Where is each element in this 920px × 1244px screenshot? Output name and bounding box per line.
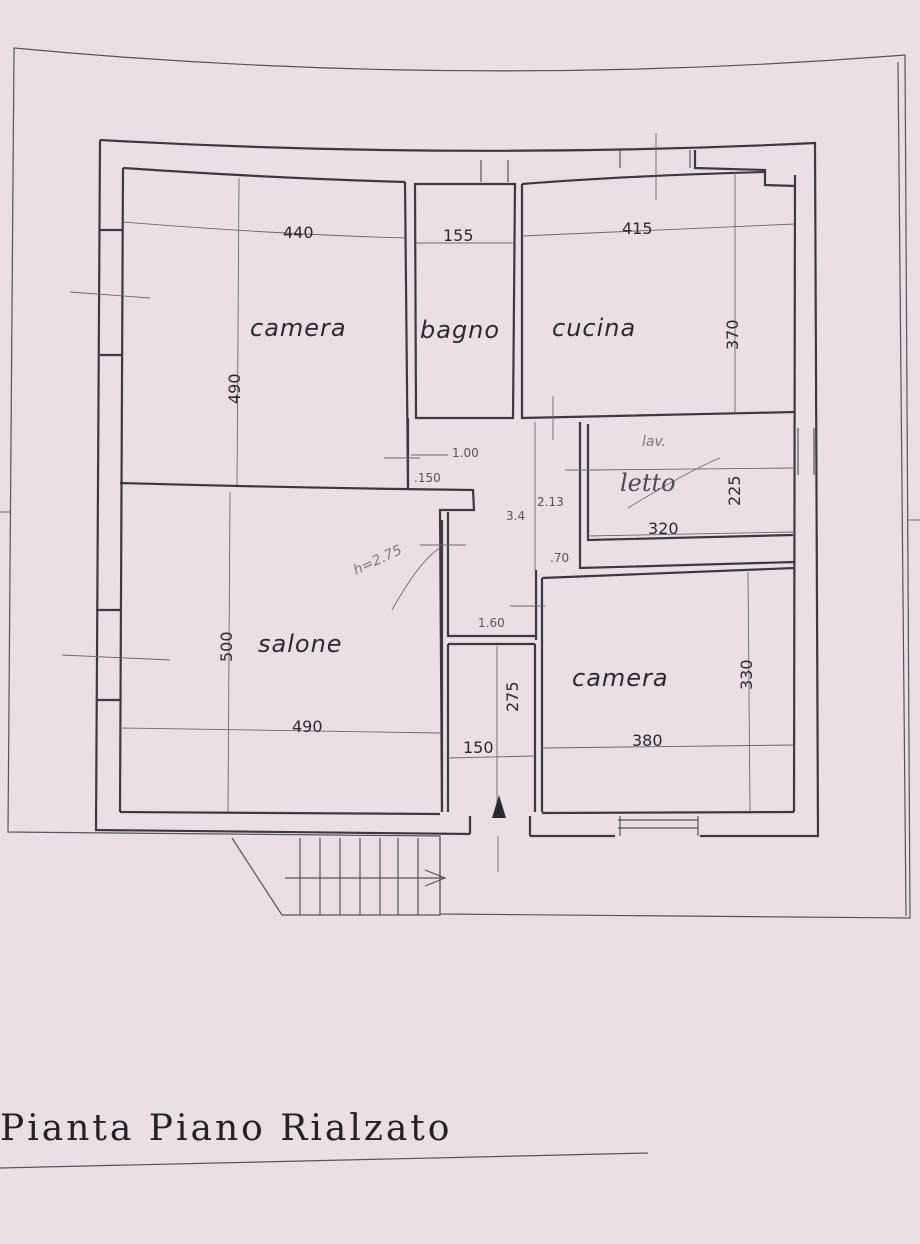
pencil-note-lav: lav. <box>642 434 666 450</box>
dim-wc-width: 150 <box>463 738 494 757</box>
dim-wc-depth: 275 <box>503 681 522 712</box>
outer-frame <box>7 47 911 919</box>
frame-right-line <box>897 61 907 917</box>
dim-salone-width: 490 <box>292 717 323 736</box>
dim-corridor-70: .70 <box>550 551 569 565</box>
staircase <box>231 837 447 916</box>
label-bagno: bagno <box>420 316 500 344</box>
dim-corridor-213: 2.13 <box>537 495 564 509</box>
dim-letto-depth: 225 <box>725 475 744 506</box>
dim-camera-top-depth: 490 <box>225 373 244 404</box>
dim-letto-width: 320 <box>648 519 679 538</box>
label-camera-bottom: camera <box>572 664 669 692</box>
label-salone: salone <box>258 630 343 658</box>
dim-corridor-160: 1.60 <box>478 616 505 630</box>
dimension-lines <box>0 133 920 872</box>
page-title: Pianta Piano Rialzato <box>0 1108 452 1149</box>
entrance-arrow-icon <box>492 795 506 818</box>
dim-corridor-34: 3.4 <box>506 509 525 523</box>
outer-walls <box>94 138 820 838</box>
dim-corridor-150: .150 <box>414 471 441 485</box>
label-letto: letto <box>620 469 676 497</box>
interior-walls <box>119 150 815 836</box>
pencil-scribble <box>391 547 441 611</box>
dim-corridor-100: 1.00 <box>452 446 479 460</box>
dim-camera-top-width: 440 <box>283 223 314 242</box>
dim-bagno-width: 155 <box>443 226 474 245</box>
title-underline <box>0 1152 649 1169</box>
dim-camera-bottom-width: 380 <box>632 731 663 750</box>
label-camera-top: camera <box>250 314 347 342</box>
dim-cucina-depth: 370 <box>723 319 742 350</box>
label-cucina: cucina <box>552 314 636 342</box>
dim-camera-bottom-depth: 330 <box>737 659 756 690</box>
dim-cucina-width: 415 <box>622 219 653 238</box>
pencil-scribble-letto <box>627 457 721 509</box>
dim-salone-depth: 500 <box>217 631 236 662</box>
pencil-note-height: h=2.75 <box>351 542 405 578</box>
